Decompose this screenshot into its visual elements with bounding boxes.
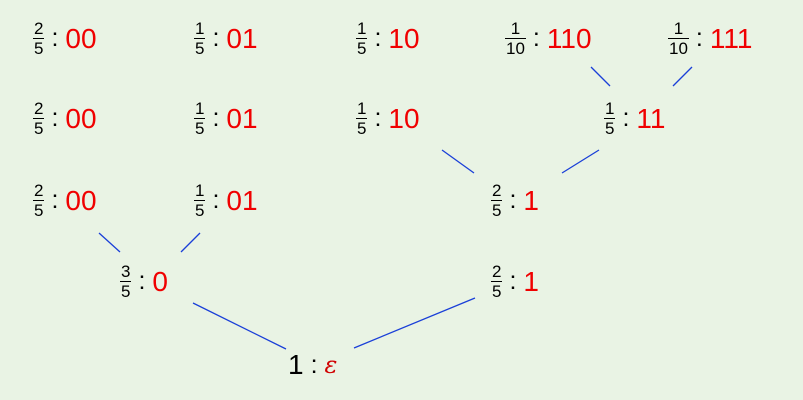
edge-1-to-root — [353, 297, 476, 349]
edge-111-to-11 — [672, 66, 693, 87]
code-label: 10 — [388, 22, 420, 54]
numerator: 1 — [673, 19, 684, 38]
edge-00-to-0 — [98, 232, 121, 253]
numerator: 2 — [34, 99, 44, 118]
denominator: 10 — [505, 38, 526, 58]
node-root: 1 : ε — [288, 351, 337, 379]
numerator: 2 — [492, 181, 502, 200]
code-label: 111 — [709, 22, 753, 54]
numerator: 1 — [605, 99, 615, 118]
numerator: 2 — [34, 19, 44, 38]
colon: : — [212, 104, 220, 132]
numerator: 1 — [195, 181, 205, 200]
edge-110-to-11 — [590, 66, 611, 87]
code-label: 0 — [152, 265, 168, 297]
root-probability: 1 — [288, 349, 304, 380]
denominator: 5 — [194, 38, 206, 58]
colon: : — [695, 24, 703, 52]
numerator: 3 — [121, 262, 131, 281]
code-label: 110 — [546, 22, 592, 54]
denominator: 5 — [356, 118, 368, 138]
denominator: 5 — [33, 118, 45, 138]
colon: : — [532, 24, 540, 52]
colon: : — [212, 186, 220, 214]
numerator: 2 — [34, 181, 44, 200]
colon: : — [374, 24, 382, 52]
code-label: 10 — [388, 102, 420, 134]
denominator: 5 — [491, 281, 503, 301]
edge-01-to-0 — [180, 232, 201, 253]
colon: : — [509, 267, 517, 295]
colon: : — [374, 104, 382, 132]
numerator: 1 — [357, 99, 367, 118]
numerator: 1 — [195, 19, 205, 38]
colon: : — [51, 104, 59, 132]
denominator: 5 — [120, 281, 132, 301]
colon: : — [509, 186, 517, 214]
denominator: 5 — [33, 200, 45, 220]
code-label: 01 — [226, 102, 258, 134]
code-label: 00 — [65, 184, 97, 216]
code-label: 01 — [226, 22, 258, 54]
colon: : — [51, 186, 59, 214]
code-label: 00 — [65, 22, 97, 54]
colon: : — [310, 350, 318, 379]
code-label: 01 — [226, 184, 258, 216]
denominator: 5 — [356, 38, 368, 58]
denominator: 5 — [33, 38, 45, 58]
code-label: 00 — [65, 102, 97, 134]
denominator: 5 — [604, 118, 616, 138]
colon: : — [138, 267, 146, 295]
edge-10-to-1 — [441, 149, 475, 174]
colon: : — [212, 24, 220, 52]
numerator: 1 — [357, 19, 367, 38]
denominator: 5 — [491, 200, 503, 220]
code-label: 1 — [523, 184, 539, 216]
edge-11-to-1 — [561, 149, 600, 174]
denominator: 5 — [194, 200, 206, 220]
numerator: 2 — [492, 262, 502, 281]
denominator: 10 — [668, 38, 689, 58]
edge-0-to-root — [192, 302, 287, 350]
empty-code-label: ε — [324, 351, 338, 379]
colon: : — [622, 104, 630, 132]
numerator: 1 — [510, 19, 521, 38]
code-label: 1 — [523, 265, 539, 297]
code-label: 11 — [636, 102, 666, 134]
denominator: 5 — [194, 118, 206, 138]
numerator: 1 — [195, 99, 205, 118]
colon: : — [51, 24, 59, 52]
